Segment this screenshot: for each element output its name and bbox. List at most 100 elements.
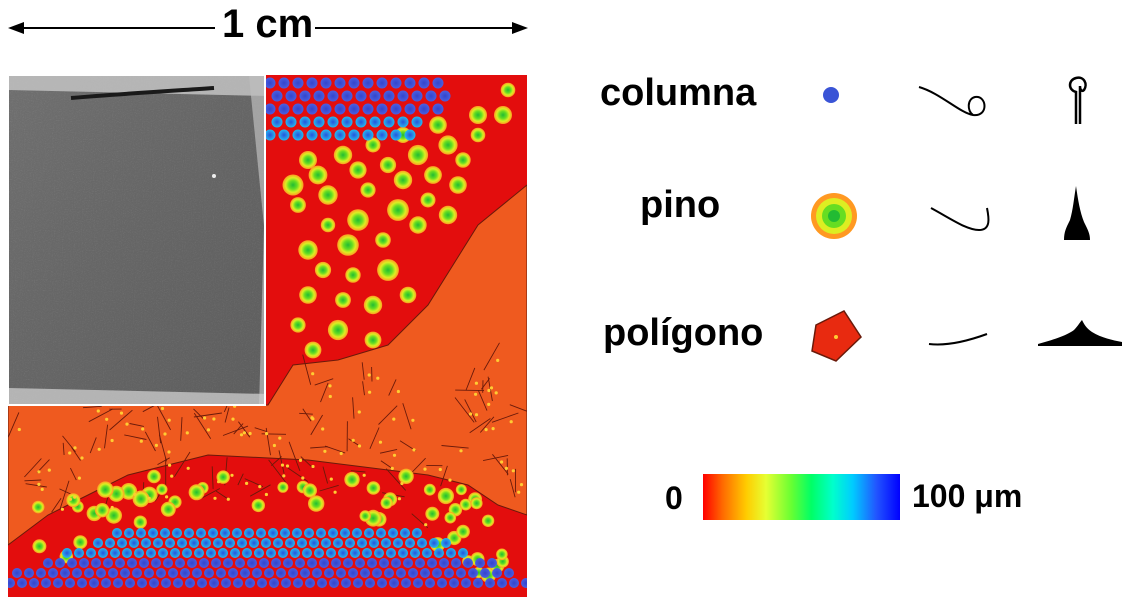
column-grain (302, 548, 312, 558)
pine-grain (365, 137, 381, 153)
grain-boundary (402, 403, 412, 430)
column-grain (204, 568, 214, 578)
column-grain (8, 578, 15, 588)
grain-boundary (465, 367, 476, 391)
column-grain (418, 77, 430, 89)
column-grain (117, 538, 127, 548)
column-grain (132, 568, 142, 578)
pine-grain (132, 490, 150, 508)
column-grain (390, 77, 402, 89)
column-grain (115, 558, 125, 568)
column-grain (389, 578, 399, 588)
pine-grain (360, 182, 376, 198)
column-grain (228, 568, 238, 578)
column-grain (105, 538, 115, 548)
column-grain (381, 538, 391, 548)
column-grain (36, 568, 46, 578)
pine-grain (469, 106, 487, 124)
column-grain (218, 548, 228, 558)
column-grain (223, 558, 233, 568)
polygon-center (73, 446, 77, 450)
column-grain (383, 116, 395, 128)
column-grain (103, 558, 113, 568)
column-grain (230, 548, 240, 558)
polygon-grain-symbol (811, 310, 862, 362)
column-grain (304, 528, 314, 538)
polygon-center (474, 392, 478, 396)
grain-boundary (268, 459, 288, 485)
polygon-center (40, 487, 44, 491)
pine-grain (160, 501, 176, 517)
polygon-center (339, 451, 343, 456)
grain-boundary (62, 442, 65, 456)
grain-boundary (193, 408, 205, 420)
polygon-center (141, 427, 145, 431)
pine-grain (379, 156, 397, 174)
column-grain (461, 578, 471, 588)
polygon-center (212, 417, 216, 421)
column-grain (497, 578, 507, 588)
column-grain (374, 548, 384, 558)
pine-grain (359, 510, 371, 522)
column-grain (336, 568, 346, 578)
polygon-center (133, 492, 137, 496)
column-grain (293, 578, 303, 588)
column-grain (74, 548, 84, 558)
grain-boundary (361, 362, 365, 380)
column-shape-icon (1068, 76, 1087, 124)
column-grain (264, 568, 274, 578)
pine-grain (335, 292, 351, 308)
column-grain (17, 578, 27, 588)
scale-label: 1 cm (222, 2, 314, 46)
polygon-centers (17, 358, 524, 527)
polygon-center (73, 495, 77, 499)
polygon-center (163, 432, 167, 436)
column-grain (120, 568, 130, 578)
column-grain (340, 528, 350, 538)
legend-label-pino: pino (640, 184, 721, 226)
column-grain (237, 538, 247, 548)
column-grain (89, 578, 99, 588)
polygon-center (37, 482, 41, 486)
column-grain (146, 548, 156, 558)
column-grain (396, 568, 406, 578)
pine-grain (438, 205, 458, 225)
column-grain (369, 116, 381, 128)
pine-grain (216, 470, 230, 484)
polygon-center (491, 427, 495, 431)
polygon-grain-boundaries (8, 342, 527, 529)
column-grain (376, 129, 388, 141)
polygon-center (17, 427, 21, 432)
polygon-center (239, 433, 244, 437)
column-grain (184, 528, 194, 538)
grain-boundary (59, 480, 70, 511)
polygon-center (519, 483, 524, 487)
column-grain (306, 103, 318, 115)
column-grain (364, 528, 374, 538)
column-grain (317, 578, 327, 588)
pine-grain (304, 341, 322, 359)
grain-boundary (285, 466, 309, 482)
column-grain (369, 90, 381, 102)
polygon-center (96, 409, 100, 413)
pine-grain (120, 483, 138, 500)
column-grain (175, 558, 185, 568)
polygon-center (242, 431, 246, 435)
column-grain (341, 578, 351, 588)
pine-grain (449, 176, 467, 194)
grain-boundary (157, 457, 170, 465)
column-grain (201, 538, 211, 548)
pine-grain (459, 498, 472, 511)
polygon-center (37, 470, 41, 474)
pine-grain (97, 481, 114, 498)
polygon-center (77, 476, 81, 480)
column-grain (327, 90, 339, 102)
column-grain (124, 528, 134, 538)
column-grain (113, 578, 123, 588)
grain-boundary (319, 484, 339, 492)
polygon-center (367, 373, 371, 377)
pine-grain (423, 483, 436, 496)
polygon-center (206, 428, 211, 432)
grain-boundary (454, 397, 475, 423)
pine-grain (314, 261, 332, 279)
